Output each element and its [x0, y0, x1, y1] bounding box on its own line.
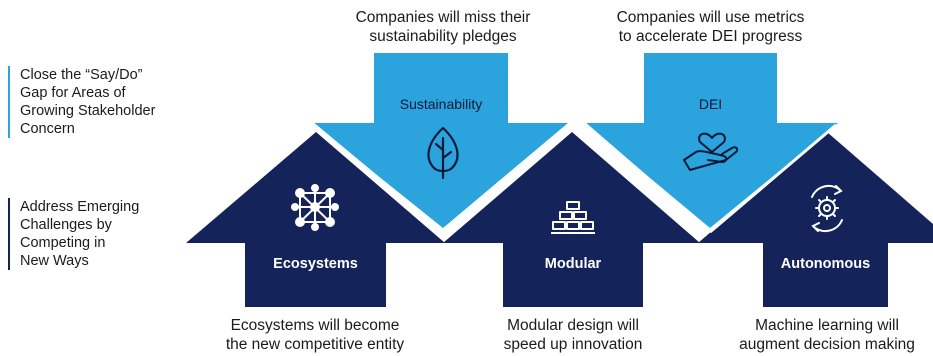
dei-arrow — [584, 53, 838, 228]
sustainability-label: Sustainability — [399, 96, 483, 112]
modular-label: Modular — [544, 256, 602, 272]
blocks-icon — [551, 201, 595, 234]
dei-caption: Companies will use metrics to accelerate… — [616, 9, 805, 45]
autonomous-caption: Machine learning will augment decision m… — [739, 317, 915, 353]
ecosystems-label: Ecosystems — [273, 256, 358, 272]
ecosystems-caption: Ecosystems will become the new competiti… — [225, 317, 405, 353]
top-row-label: Close the “Say/Do” Gap for Areas of Grow… — [8, 66, 200, 138]
network-icon — [291, 184, 339, 231]
modular-caption: Modular design will speed up innovation — [503, 317, 643, 353]
sustainability-caption: Companies will miss their sustainability… — [355, 9, 531, 45]
bottom-row-label: Address Emerging Challenges by Competing… — [8, 198, 195, 270]
hand-heart-icon — [683, 132, 739, 171]
autonomous-arrow — [698, 132, 933, 307]
sustainability-arrow — [312, 53, 568, 228]
autonomous-label: Autonomous — [780, 256, 871, 272]
leaf-icon — [427, 126, 459, 180]
gear-cycle-icon — [811, 184, 843, 233]
dei-label: DEI — [698, 96, 723, 112]
